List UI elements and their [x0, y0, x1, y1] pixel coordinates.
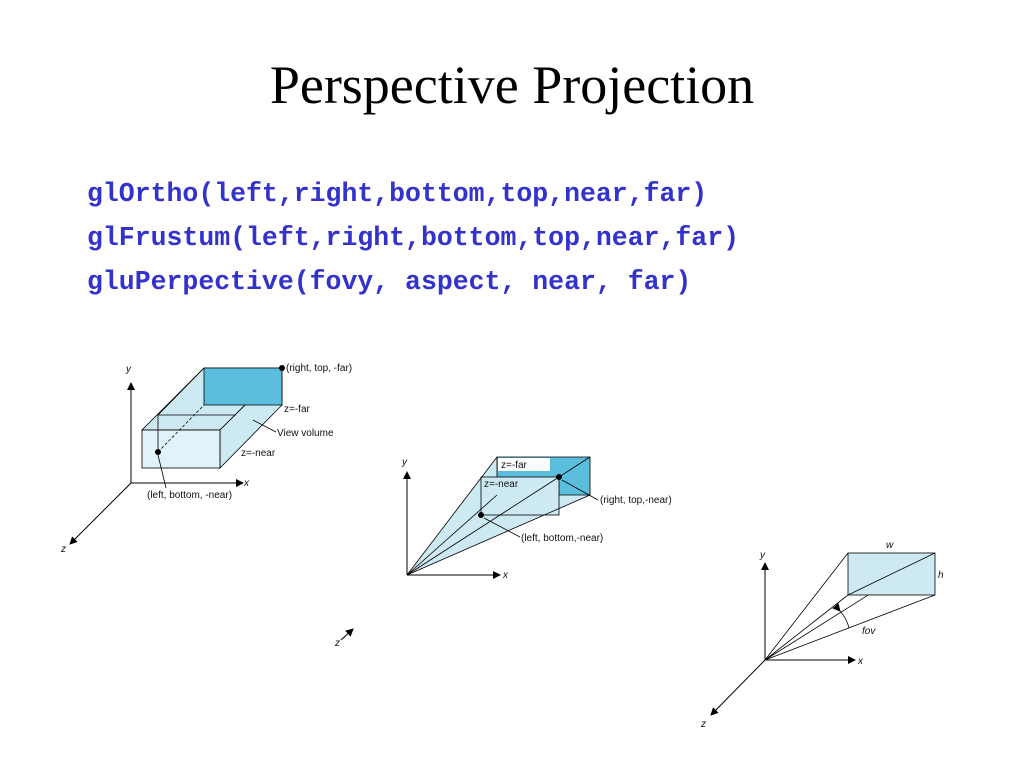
perspective-width-label: w: [886, 540, 894, 551]
perspective-z-axis: [710, 659, 766, 716]
slide-title: Perspective Projection: [269, 55, 755, 115]
code-line-glfrustum: glFrustum(left,right,bottom,top,near,far…: [87, 223, 740, 253]
code-line-glortho: glOrtho(left,right,bottom,top,near,far): [87, 179, 708, 209]
ortho-far-plane: [203, 367, 283, 406]
perspective-ray: [764, 552, 849, 661]
ortho-view-volume-label: View volume: [277, 428, 334, 439]
perspective-fov-arc: [832, 603, 850, 629]
perspective-ray: [764, 594, 936, 661]
frustum-plane-far-label: z=-far: [501, 460, 528, 471]
ortho-plane-near-label: z=-near: [241, 448, 276, 459]
frustum-corner-bl-label: (left, bottom,-near): [521, 533, 603, 544]
ortho-plane-far-label: z=-far: [284, 404, 311, 415]
perspective-figure: y x z w h fov: [700, 540, 944, 730]
ortho-hidden-edge: [157, 404, 205, 453]
ortho-figure: y x z (right, top, -far) z=-far View vol…: [60, 363, 352, 555]
ortho-z-axis: [69, 482, 132, 545]
ortho-corner-near-leader: [157, 454, 167, 489]
code-line-gluperspective: gluPerpective(fovy, aspect, near, far): [87, 267, 692, 297]
frustum-corner-tr-label: (right, top,-near): [600, 495, 672, 506]
frustum-corner-tr-dot: [556, 474, 562, 480]
ortho-corner-far-label: (right, top, -far): [286, 363, 352, 374]
perspective-ray: [764, 594, 849, 661]
ortho-corner-far-dot: [279, 365, 285, 371]
frustum-corner-bl-dot: [478, 512, 484, 518]
ortho-corner-near-label: (left, bottom, -near): [147, 490, 232, 501]
perspective-x-axis-label: x: [857, 656, 864, 667]
ortho-near-plane: [141, 429, 221, 469]
ortho-inner-edge: [157, 367, 205, 416]
frustum-figure: y x z z=-far z=-near (right, top,-near) …: [334, 456, 672, 649]
frustum-plane-near-label: z=-near: [484, 479, 519, 490]
frustum-far-label-bg: [498, 458, 550, 471]
frustum-z-axis-label: z: [334, 638, 340, 649]
ortho-y-axis-label: y: [125, 364, 132, 375]
perspective-y-axis-label: y: [759, 550, 766, 561]
ortho-x-axis-label: x: [243, 478, 250, 489]
perspective-z-axis-label: z: [700, 719, 706, 730]
ortho-corner-near-dot: [155, 449, 161, 455]
frustum-ray: [406, 494, 591, 576]
ortho-z-axis-label: z: [60, 544, 66, 555]
frustum-y-axis-label: y: [401, 457, 408, 468]
frustum-x-axis-label: x: [502, 570, 509, 581]
frustum-ray: [406, 456, 498, 576]
frustum-corner-bl-leader: [483, 517, 521, 538]
perspective-height-label: h: [938, 570, 944, 581]
perspective-fov-label: fov: [862, 626, 876, 637]
frustum-z-axis: [340, 628, 354, 641]
ortho-view-volume-leader: [252, 419, 277, 433]
frustum-corner-tr-leader: [561, 479, 599, 501]
perspective-diagonal: [847, 552, 936, 596]
frustum-near-plane: [480, 476, 560, 516]
code-block: glOrtho(left,right,bottom,top,near,far) …: [87, 176, 739, 308]
frustum-ray: [406, 494, 498, 576]
